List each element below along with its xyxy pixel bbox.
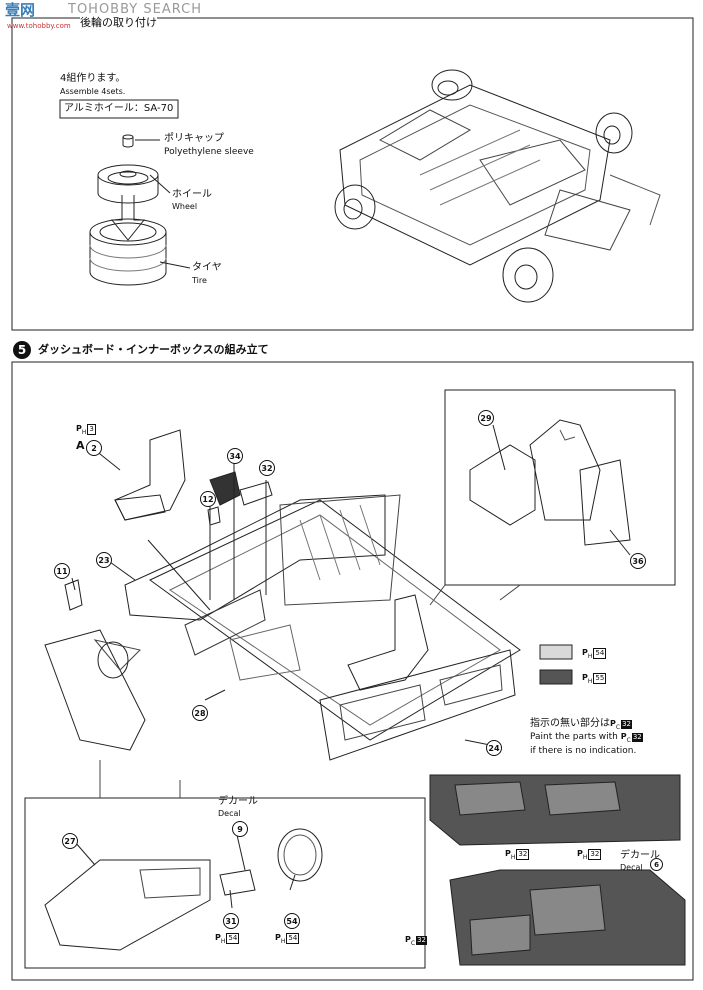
seat-inset-drawing <box>469 419 631 546</box>
tire-drawing <box>89 218 167 286</box>
part-name-label: アルミホイール：SA-70 <box>64 103 174 114</box>
callout-31: 31 <box>223 913 239 929</box>
step5-title: ダッシュボード・インナーボックスの組み立て <box>38 343 269 356</box>
front-seat-left <box>114 429 186 521</box>
legend-swatch-dark <box>539 669 573 685</box>
wheel-label-en: Wheel <box>172 202 198 211</box>
steering-wheel-drawing <box>277 828 323 882</box>
chassis-wheels <box>334 69 633 303</box>
dashboard-inset-drawing <box>44 859 211 951</box>
callout-24: 24 <box>486 740 502 756</box>
steering-wheel-small <box>97 641 129 679</box>
part12-shape <box>207 506 221 526</box>
part-a-letter: A <box>76 439 85 452</box>
door-panel-drawing <box>319 649 516 761</box>
decal-right-jp: デカール <box>620 850 660 861</box>
watermark-logo: 壹网 <box>5 1 36 19</box>
callout-34: 34 <box>227 448 243 464</box>
front-seat-right <box>347 594 429 691</box>
tire-label-en: Tire <box>192 276 207 285</box>
wheel-drawing <box>97 164 159 204</box>
callout-32: 32 <box>259 460 275 476</box>
part11-shape <box>64 579 83 611</box>
callout-6: 6 <box>650 858 663 871</box>
tire-label-jp: タイヤ <box>192 262 222 273</box>
callout-54: 54 <box>284 913 300 929</box>
left-trim-drawing <box>44 629 146 751</box>
decal-left-jp: デカール <box>218 796 258 807</box>
step5-number-badge: 5 <box>13 341 31 359</box>
watermark-site: www.tohobby.com <box>7 22 71 30</box>
part-name-box <box>59 99 179 119</box>
polycap-label-jp: ポリキャップ <box>164 133 224 144</box>
decal-right-en: Decal <box>620 863 643 872</box>
watermark-title: TOHOBBY SEARCH <box>68 2 202 17</box>
polycap-drawing <box>122 134 134 148</box>
step4-title: 後輪の取り付け <box>80 16 157 30</box>
part34-shape <box>209 471 241 506</box>
step5-frame <box>11 361 694 981</box>
step4-instruction-en: Assemble 4sets. <box>60 87 126 96</box>
wheel-label-jp: ホイール <box>172 189 212 200</box>
interior-tub-drawing <box>124 494 521 741</box>
callout-9: 9 <box>232 821 248 837</box>
part31-shape <box>219 869 256 896</box>
callout-23: 23 <box>96 552 112 568</box>
callout-12: 12 <box>200 491 216 507</box>
part32-shape <box>239 481 273 506</box>
decal-left-en: Decal <box>218 809 241 818</box>
chassis-drawing <box>339 84 661 266</box>
callout-36: 36 <box>630 553 646 569</box>
step4-instruction-jp: 4組作ります。 <box>60 73 126 84</box>
callout-27: 27 <box>62 833 78 849</box>
polycap-label-en: Polyethylene sleeve <box>164 147 254 157</box>
note-en-2: if there is no indication. <box>530 746 637 756</box>
callout-28: 28 <box>192 705 208 721</box>
callout-29: 29 <box>478 410 494 426</box>
seat-inset-frame <box>444 389 676 586</box>
callout-11: 11 <box>54 563 70 579</box>
legend-swatch-light <box>539 644 573 660</box>
step4-frame <box>11 17 694 331</box>
assembly-arrow <box>110 195 146 241</box>
dashboard-inset-frame <box>24 797 426 969</box>
callout-2: 2 <box>86 440 102 456</box>
